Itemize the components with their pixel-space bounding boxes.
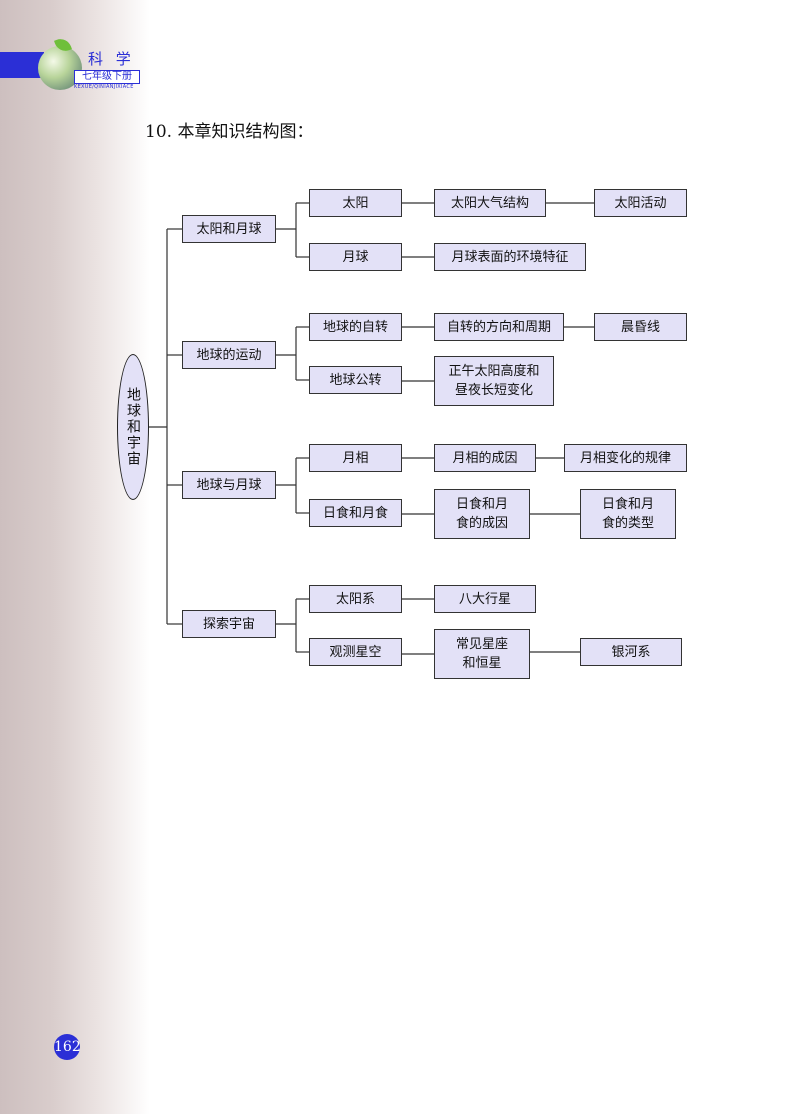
topic-node: 观测星空: [309, 638, 402, 666]
topic-node: 太阳: [309, 189, 402, 217]
detail-node: 晨昏线: [594, 313, 687, 341]
header-subject: 科 学: [88, 50, 135, 68]
detail-node: 正午太阳高度和 昼夜长短变化: [434, 356, 554, 406]
detail-node: 太阳大气结构: [434, 189, 546, 217]
header-grade: 七年级下册: [74, 70, 140, 84]
branch-node: 探索宇宙: [182, 610, 276, 638]
branch-node: 地球与月球: [182, 471, 276, 499]
page-number: 162: [54, 1034, 81, 1060]
detail-node: 月相的成因: [434, 444, 536, 472]
topic-node: 月相: [309, 444, 402, 472]
detail-node: 太阳活动: [594, 189, 687, 217]
tree-root: 地球和宇宙: [117, 354, 149, 500]
topic-node: 地球的自转: [309, 313, 402, 341]
detail-node: 常见星座 和恒星: [434, 629, 530, 679]
detail-node: 日食和月 食的类型: [580, 489, 676, 539]
detail-node: 八大行星: [434, 585, 536, 613]
detail-node: 自转的方向和周期: [434, 313, 564, 341]
detail-node: 月球表面的环境特征: [434, 243, 586, 271]
header-accent-bar: [0, 52, 44, 78]
branch-node: 太阳和月球: [182, 215, 276, 243]
topic-node: 月球: [309, 243, 402, 271]
topic-node: 日食和月食: [309, 499, 402, 527]
detail-node: 月相变化的规律: [564, 444, 687, 472]
page-side-band: [0, 0, 150, 1114]
header-pinyin: KEXUE/QINIANJIXIACE: [74, 84, 134, 90]
topic-node: 地球公转: [309, 366, 402, 394]
section-title: 10. 本章知识结构图：: [145, 122, 314, 142]
detail-node: 日食和月 食的成因: [434, 489, 530, 539]
detail-node: 银河系: [580, 638, 682, 666]
branch-node: 地球的运动: [182, 341, 276, 369]
topic-node: 太阳系: [309, 585, 402, 613]
